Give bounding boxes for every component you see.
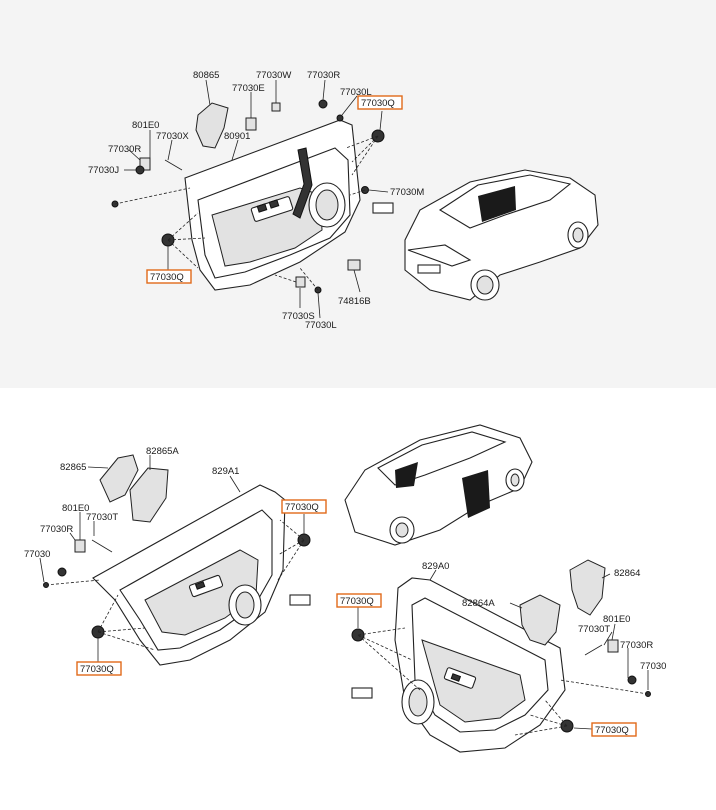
label-77030L-top: 77030L	[340, 87, 372, 98]
label-82864: 82864	[614, 568, 640, 579]
rear-right-door-trim-panel	[394, 577, 566, 753]
screw-77030X	[164, 159, 183, 171]
label-77030Q-bottom-1[interactable]: 77030Q	[285, 502, 319, 513]
part-74816B	[347, 259, 361, 271]
label-74816B: 74816B	[338, 296, 371, 307]
label-77030R-left: 77030R	[108, 144, 141, 155]
label-77030L-bottom: 77030L	[305, 320, 337, 331]
label-77030T-left: 77030T	[86, 512, 118, 523]
label-82865A: 82865A	[146, 446, 179, 457]
screw-77030T-right	[584, 644, 603, 656]
bracket-77030R-right	[607, 639, 619, 653]
label-77030-right: 77030	[640, 661, 666, 672]
highlight-box-77030Q-bottom-2	[76, 661, 122, 676]
highlight-box-77030Q-top-left	[146, 269, 192, 284]
label-801E0-top: 801E0	[132, 120, 159, 131]
label-829A1: 829A1	[212, 466, 239, 477]
label-77030J: 77030J	[88, 165, 119, 176]
bracket-77030R	[139, 157, 151, 171]
label-82864A: 82864A	[462, 598, 495, 609]
top-leader-lines	[124, 79, 389, 319]
label-77030S: 77030S	[282, 311, 315, 322]
plug-symbol-bottom-right	[351, 687, 373, 699]
highlight-box-77030Q-bottom-1	[281, 499, 327, 514]
bottom-left-dashed-guides	[45, 519, 305, 651]
label-77030R: 77030R	[307, 70, 340, 81]
highlight-box-77030Q-bottom-4	[591, 722, 637, 737]
inner-handle-82865	[99, 454, 139, 503]
bottom-right-leader-lines	[357, 569, 649, 730]
clip-77030-left	[57, 567, 67, 577]
bottom-right-dashed-guides	[357, 627, 649, 736]
inner-handle-80865	[195, 102, 229, 149]
bezel-82864A	[519, 594, 561, 646]
highlight-box-77030Q-bottom-3	[336, 593, 382, 608]
clip-77030W	[271, 102, 281, 112]
label-77030R-right: 77030R	[620, 640, 653, 651]
label-77030Q-bottom-2[interactable]: 77030Q	[80, 664, 114, 675]
front-door-trim-panel	[184, 119, 361, 291]
bottom-left-leader-lines	[39, 455, 305, 662]
label-77030Q-top-left[interactable]: 77030Q	[150, 272, 184, 283]
label-80901: 80901	[224, 131, 250, 142]
clip-77030L	[336, 114, 344, 122]
top-dashed-guides	[114, 135, 379, 291]
rear-left-door-trim-panel	[92, 484, 286, 666]
highlight-box-77030Q-top-right	[357, 95, 403, 110]
bezel-82865A	[129, 467, 169, 523]
clip-77030E	[245, 117, 257, 131]
label-77030W: 77030W	[256, 70, 291, 81]
label-77030T-right: 77030T	[578, 624, 610, 635]
label-77030R-left: 77030R	[40, 524, 73, 535]
label-82865: 82865	[60, 462, 86, 473]
label-77030Q-bottom-4[interactable]: 77030Q	[595, 725, 629, 736]
label-801E0-right: 801E0	[603, 614, 630, 625]
clip-77030J	[135, 165, 145, 175]
label-77030X: 77030X	[156, 131, 189, 142]
clip-77030-right	[627, 675, 637, 685]
label-829A0: 829A0	[422, 561, 449, 572]
label-77030E: 77030E	[232, 83, 265, 94]
label-77030Q-bottom-3[interactable]: 77030Q	[340, 596, 374, 607]
plug-symbol-top	[372, 202, 394, 214]
clip-77030S	[295, 276, 306, 288]
bracket-77030R-left	[74, 539, 86, 553]
label-80865: 80865	[193, 70, 219, 81]
label-801E0-left: 801E0	[62, 503, 89, 514]
label-77030M: 77030M	[390, 187, 424, 198]
clip-77030R	[318, 99, 328, 109]
car-illustration-bottom	[344, 424, 533, 546]
inner-handle-82864	[569, 559, 606, 616]
screw-77030T-left	[91, 539, 113, 553]
label-77030-left: 77030	[24, 549, 50, 560]
car-illustration-top	[404, 169, 599, 301]
label-77030Q-top-right[interactable]: 77030Q	[361, 98, 395, 109]
plug-symbol-bottom-left	[289, 594, 311, 606]
